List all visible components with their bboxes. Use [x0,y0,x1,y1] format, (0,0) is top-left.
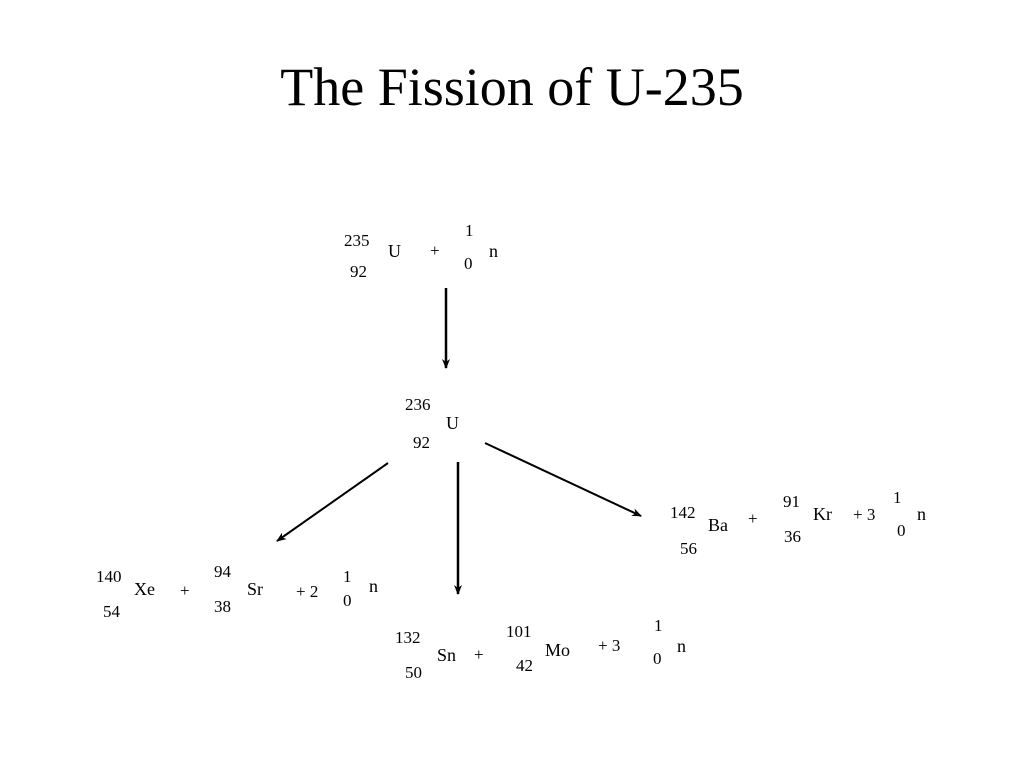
element-symbol: n [917,504,926,524]
element-symbol: Mo [545,640,571,660]
element-symbol: Xe [134,579,155,599]
atomic-number: 50 [405,663,422,682]
atomic-number: 38 [214,597,231,616]
atomic-number: 92 [413,433,430,452]
neutron-coefficient: + 3 [853,505,876,524]
atomic-number: 0 [653,649,662,668]
mass-number: 94 [214,562,231,581]
element-symbol: U [446,413,459,433]
mass-number: 91 [783,492,800,511]
element-symbol: Sr [247,579,264,599]
atomic-number: 0 [897,521,906,540]
atomic-number: 42 [516,656,533,675]
element-symbol: n [489,241,498,261]
mass-number: 1 [465,221,474,240]
atomic-number: 92 [350,262,367,281]
atomic-number: 0 [343,591,352,610]
element-symbol: Ba [708,515,728,535]
plus-sign: + [180,581,190,600]
neutron-coefficient: + 2 [296,582,319,601]
element-symbol: Kr [813,504,832,524]
element-symbol: n [369,576,378,596]
mass-number: 142 [670,503,696,522]
atomic-number: 54 [103,602,120,621]
mass-number: 1 [893,488,902,507]
mass-number: 1 [343,567,352,586]
neutron-coefficient: + 3 [598,636,621,655]
element-symbol: n [677,636,686,656]
mass-number: 236 [405,395,431,414]
mass-number: 235 [344,231,370,250]
mass-number: 101 [506,622,532,641]
atomic-number: 36 [784,527,801,546]
atomic-number: 0 [464,254,473,273]
plus-sign: + [474,645,484,664]
arrow-to-xe-sr [276,462,389,542]
mass-number: 1 [654,616,663,635]
plus-sign: + [748,509,758,528]
mass-number: 132 [395,628,421,647]
element-symbol: U [388,241,401,261]
page-title: The Fission of U-235 [280,57,744,117]
arrow-to-ba-kr [484,442,642,517]
element-symbol: Sn [437,645,457,665]
mass-number: 140 [96,567,122,586]
atomic-number: 56 [680,539,697,558]
plus-sign: + [430,241,440,260]
